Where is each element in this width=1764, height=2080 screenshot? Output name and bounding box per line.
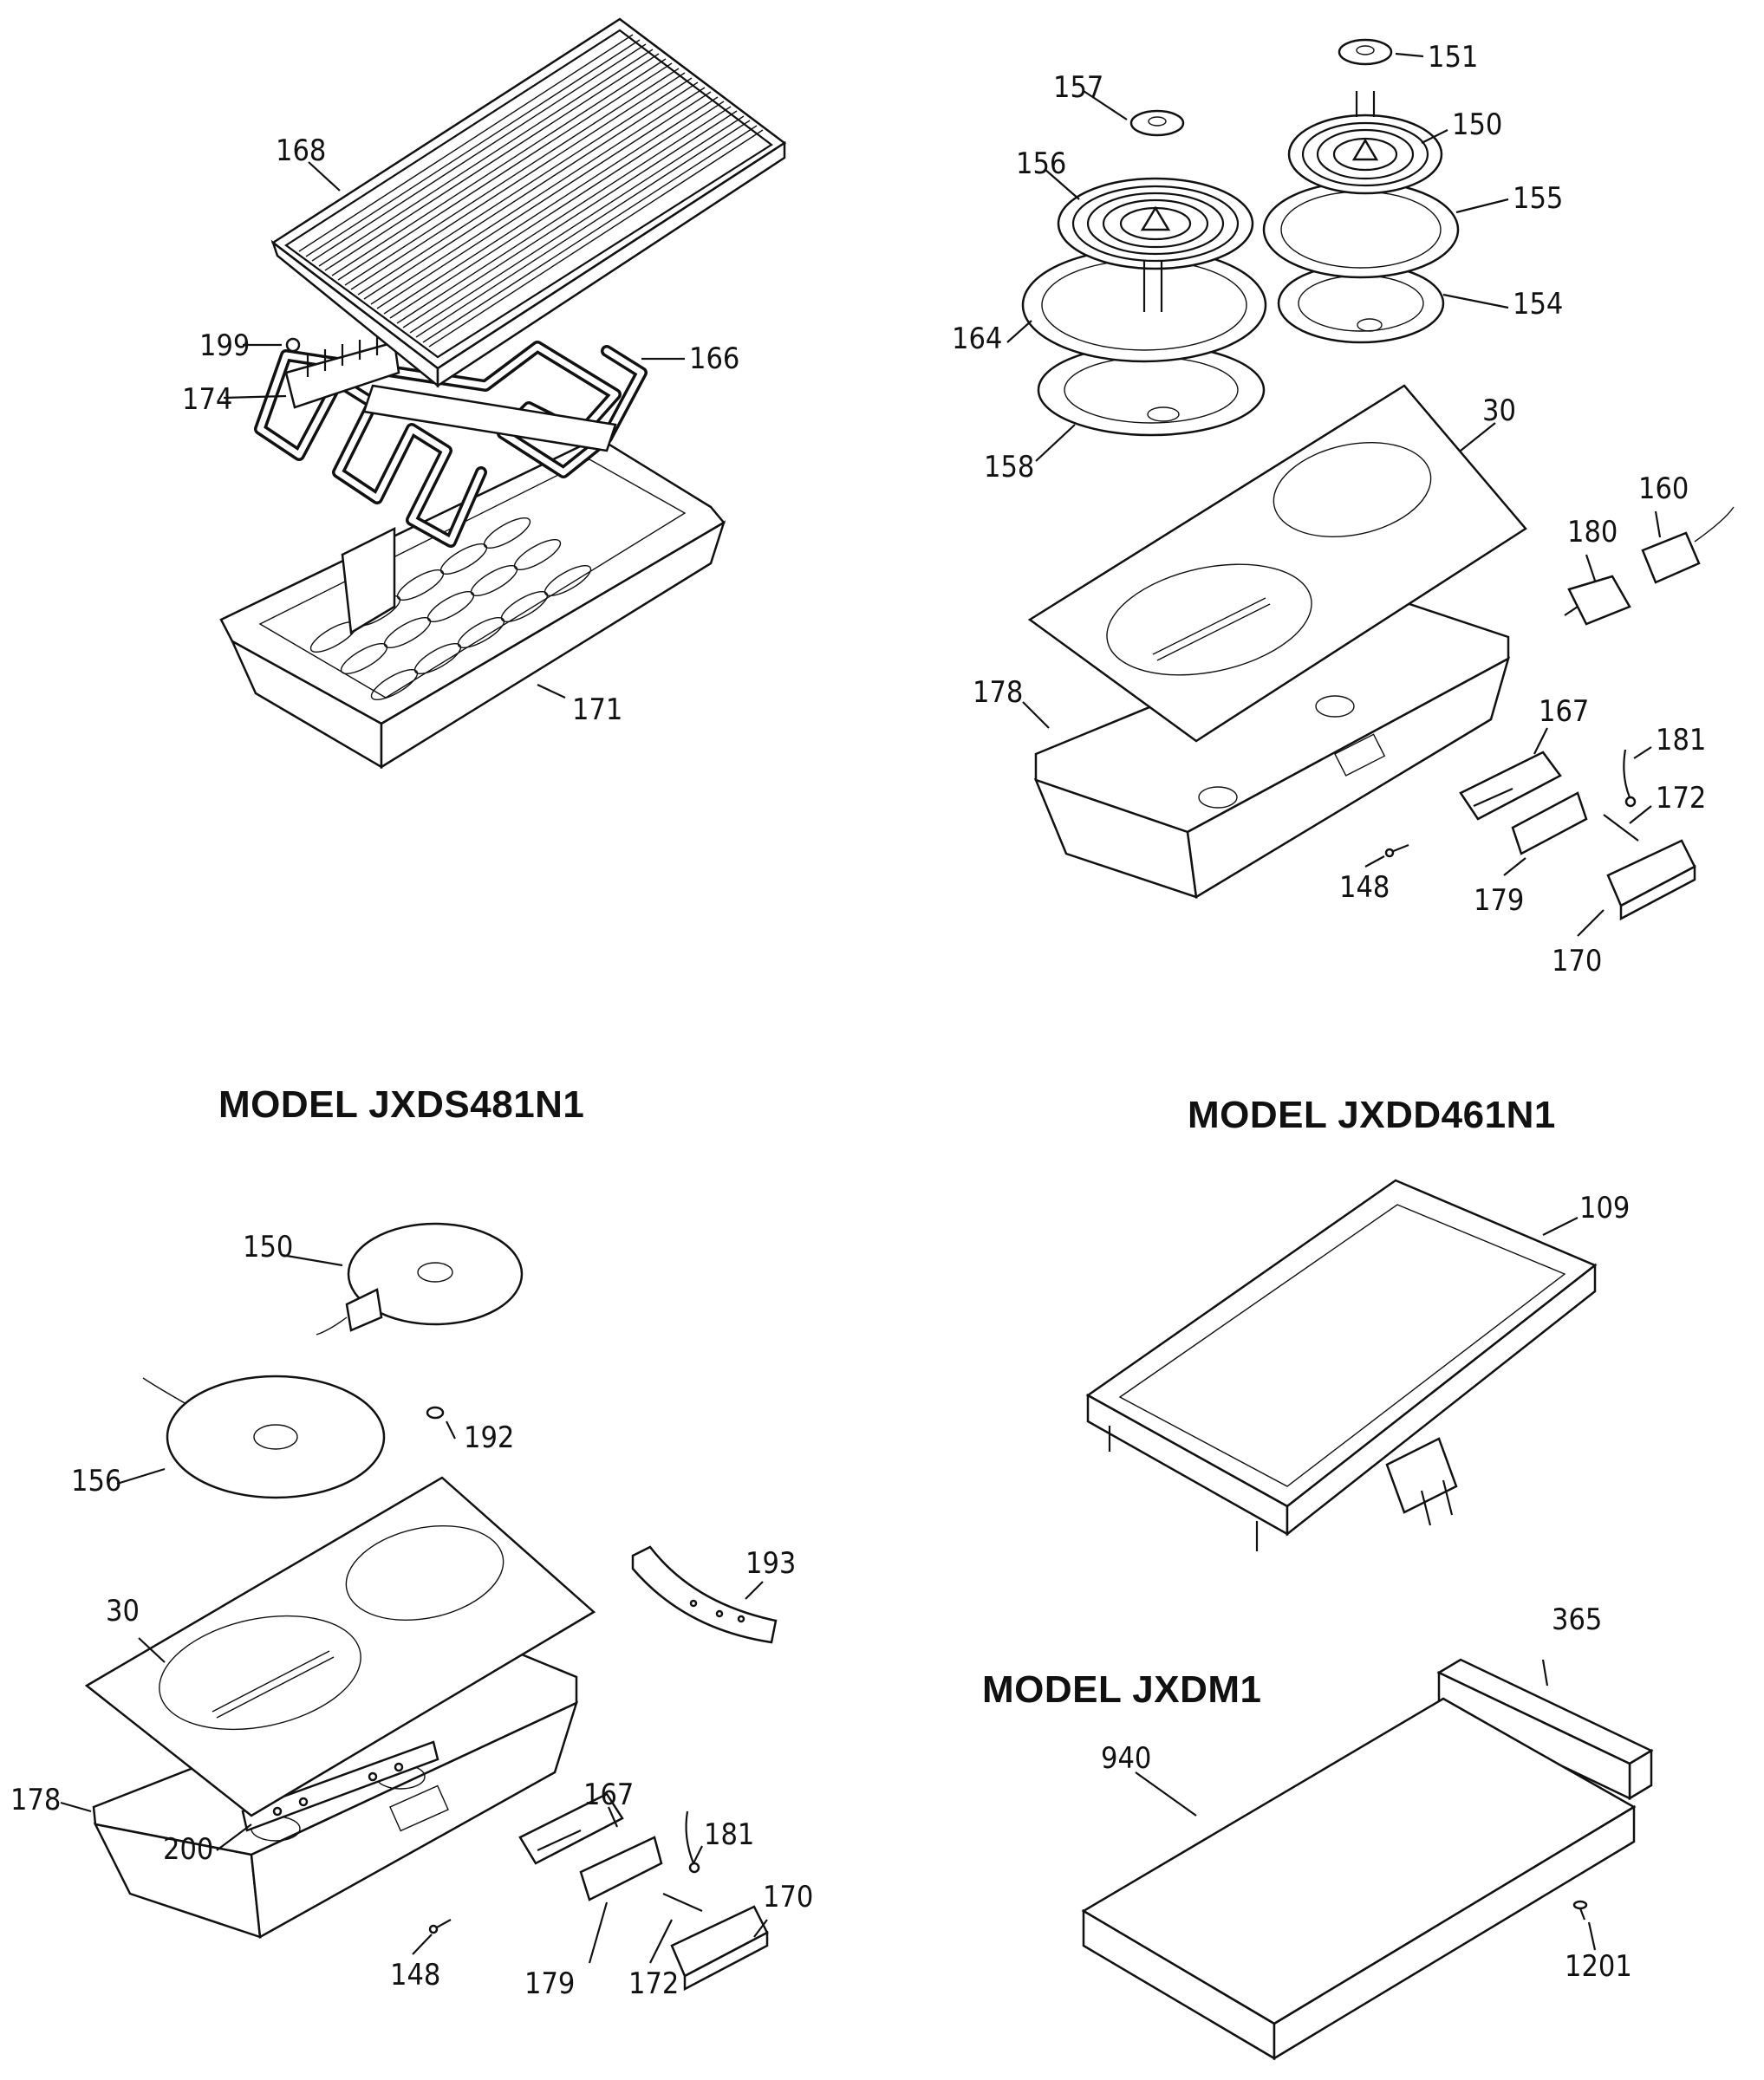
callout-174: 174 [182,382,232,417]
callout-158: 158 [984,450,1034,484]
callout-167: 167 [1539,694,1589,729]
callout-30: 30 [1482,393,1516,428]
callout-160: 160 [1638,471,1689,506]
callout-157: 157 [1053,70,1103,105]
callout-181: 181 [1656,723,1706,757]
trim-ring-155 [1262,180,1460,279]
nut-192 [426,1406,445,1420]
terminal-172-radiant [662,1892,703,1913]
surface-element-150 [1287,91,1443,195]
callout-151: 151 [1428,40,1478,75]
callout-109: 109 [1579,1191,1630,1225]
callout-150-radiant: 150 [243,1230,293,1264]
callout-154: 154 [1513,287,1563,322]
callout-192: 192 [464,1420,514,1455]
screw-148 [1384,843,1409,858]
screw-148-radiant [428,1919,452,1934]
callout-940: 940 [1101,1741,1151,1776]
callout-181-radiant: 181 [704,1817,754,1852]
callout-199: 199 [199,328,250,363]
grill-module-drawing: 168 199 174 166 171 [182,17,787,770]
radiant-module-drawing: 150 192 156 193 30 178 200 167 181 170 1… [10,1222,813,2001]
callout-30-radiant: 30 [106,1594,140,1628]
callout-171: 171 [572,692,622,727]
surface-element-156 [1057,177,1254,312]
grill-rack-168 [270,17,787,388]
terminal-172 [1603,814,1639,842]
callout-167-radiant: 167 [583,1778,634,1812]
model-title-jxdm1: MODEL JXDM1 [982,1668,1262,1711]
callout-164: 164 [952,322,1002,356]
support-rail-365 [1436,1658,1654,1801]
cover-panel-940 [1081,1697,1637,2061]
cooktop-box-178 [1033,601,1511,900]
insulator-179 [1511,791,1588,855]
model-title-jxdd461n1: MODEL JXDD461N1 [1188,1094,1556,1136]
insulator-179-radiant [579,1836,663,1901]
cap-157 [1129,109,1185,137]
callout-156: 156 [1016,146,1066,181]
bracket-167-radiant [518,1792,624,1865]
model-title-jxds481n1: MODEL JXDS481N1 [218,1083,585,1126]
radiant-element-156 [142,1375,386,1499]
callout-148: 148 [1339,870,1390,905]
callout-1201: 1201 [1565,1949,1632,1984]
bracket-167 [1459,751,1562,821]
drip-pan-171 [219,436,726,770]
callout-148-radiant: 148 [390,1958,440,1992]
cooktop-plate-30-radiant [84,1476,596,1817]
callout-179: 179 [1474,883,1524,918]
receptacle-180 [1564,575,1631,626]
callout-168: 168 [276,133,326,168]
callout-179-radiant: 179 [524,1966,575,2001]
grill-element-166 [254,336,648,548]
callout-172-radiant: 172 [628,1966,679,2001]
terminal-block-170-radiant [670,1905,769,1992]
terminal-block-170 [1606,839,1696,921]
griddle-drawing: 109 [1085,1179,1630,1551]
wire-181-radiant [685,1810,700,1874]
nut-199 [285,337,301,353]
receptacle-160 [1641,506,1735,584]
callout-150: 150 [1452,107,1502,142]
cover-drawing: 365 940 1201 [1081,1602,1654,2061]
callout-172: 172 [1656,781,1706,816]
callout-156-radiant: 156 [71,1464,121,1498]
callout-178: 178 [973,675,1023,710]
callout-365: 365 [1552,1602,1602,1637]
cooktop-plate-30 [1027,384,1527,743]
terminal-strip-200 [241,1740,439,1832]
wire-181 [1623,749,1637,808]
screw-1201 [1572,1900,1588,1921]
callout-200: 200 [163,1832,213,1867]
radiant-element-150 [316,1222,524,1336]
callout-180: 180 [1567,515,1618,549]
cap-151 [1338,38,1393,66]
coil-module-drawing: 151 157 150 156 155 154 164 158 30 180 1… [952,38,1735,978]
bracket-193 [631,1545,778,1644]
callout-170-radiant: 170 [763,1880,813,1914]
callout-170: 170 [1552,944,1602,978]
callout-166: 166 [689,341,739,376]
callout-178-radiant: 178 [10,1783,61,1817]
callout-193: 193 [745,1546,796,1581]
callout-155: 155 [1513,181,1563,216]
